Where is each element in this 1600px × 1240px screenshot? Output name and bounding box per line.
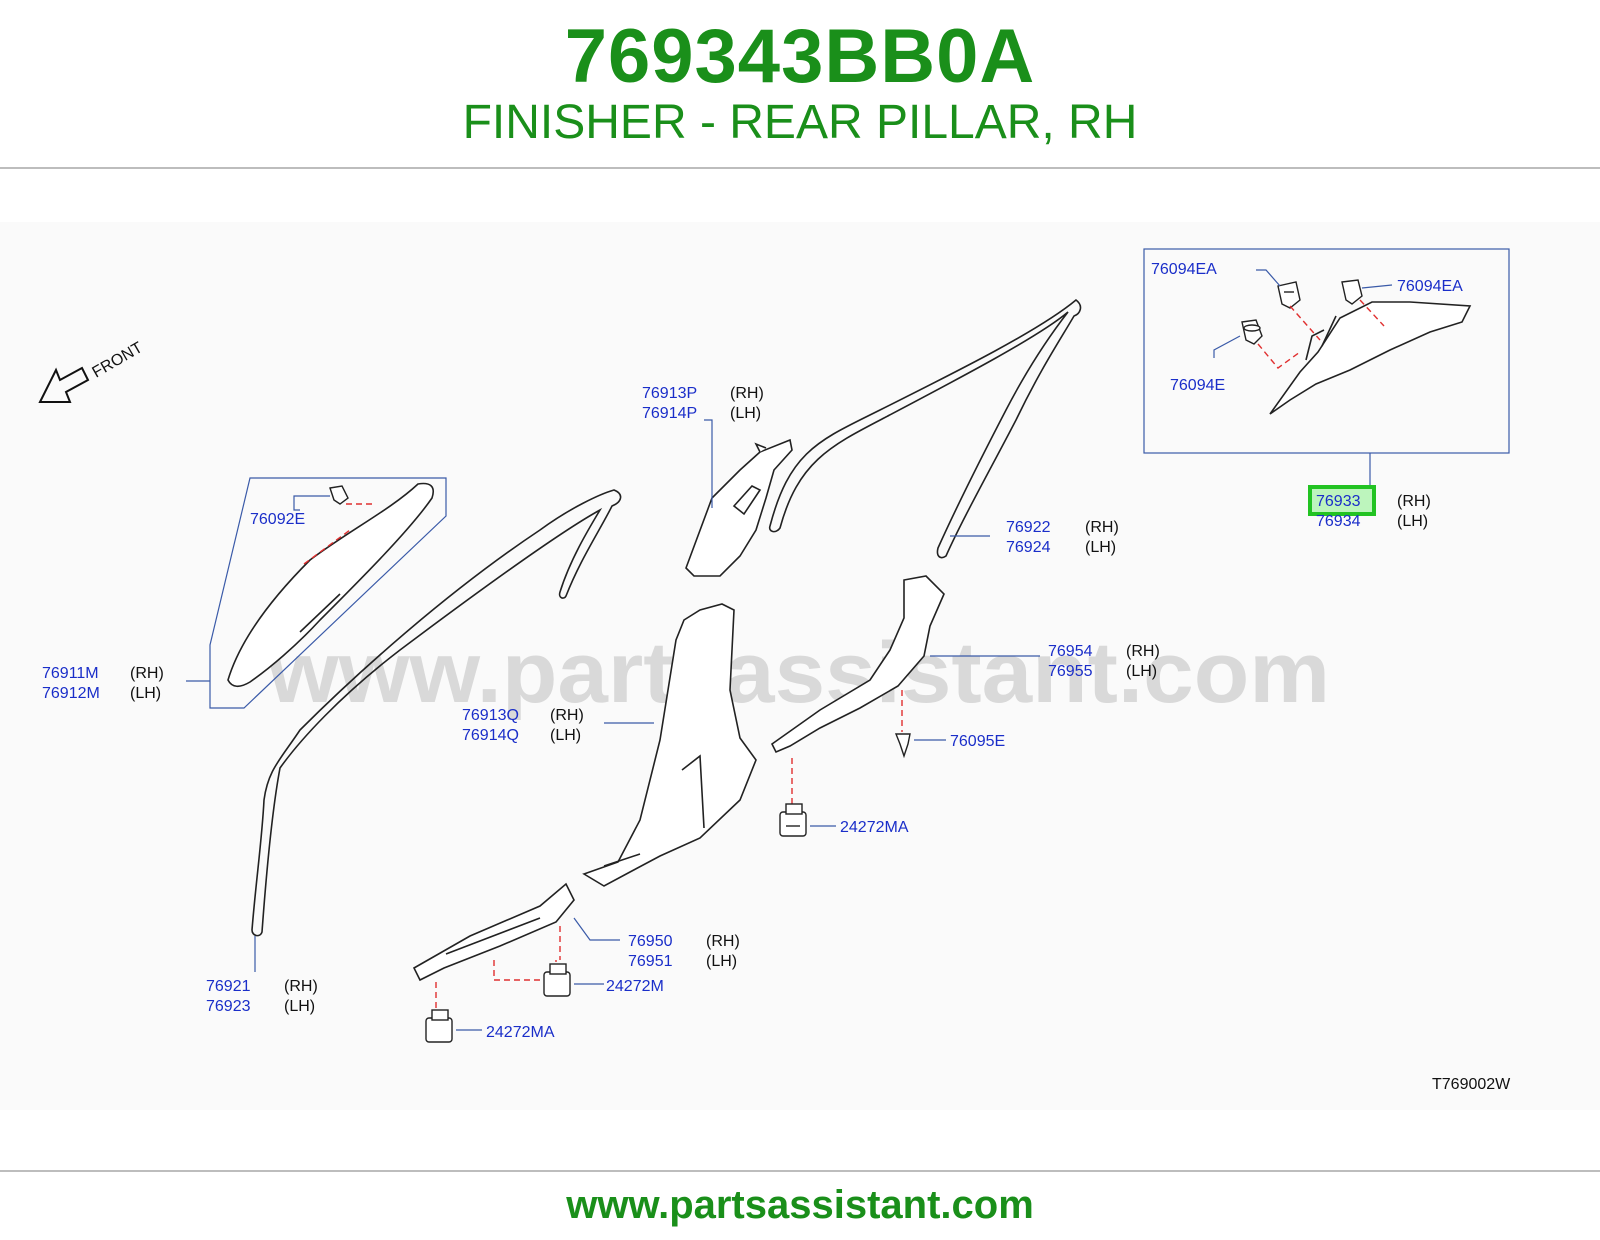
side-76914Q: (LH) — [550, 727, 581, 744]
label-24272MA-upper[interactable]: 24272MA — [840, 819, 909, 836]
label-76951[interactable]: 76951 — [628, 953, 673, 970]
footer-url-link[interactable]: www.partsassistant.com — [566, 1183, 1034, 1227]
rear-pillar-finisher-drawing — [1269, 301, 1472, 415]
side-76923: (LH) — [284, 998, 315, 1015]
front-arrow-icon — [38, 366, 90, 403]
side-76912M: (LH) — [130, 685, 161, 702]
label-76913P[interactable]: 76913P — [642, 385, 697, 402]
label-76094EA-right[interactable]: 76094EA — [1397, 278, 1463, 295]
part-number-title: 769343BB0A — [564, 14, 1036, 99]
inset-dashed-guides — [1257, 299, 1385, 369]
label-76955[interactable]: 76955 — [1048, 663, 1093, 680]
side-76933: (RH) — [1397, 493, 1431, 510]
leader-76092E — [293, 495, 330, 511]
label-76914P[interactable]: 76914P — [642, 405, 697, 422]
weatherstrip-76921-drawing — [251, 489, 622, 937]
clip-24272M-icon — [543, 963, 571, 997]
label-76092E[interactable]: 76092E — [250, 511, 305, 528]
front-pillar-dashed-guides — [303, 503, 374, 565]
clip-76094EA-left-icon — [1277, 281, 1301, 309]
label-76924[interactable]: 76924 — [1006, 539, 1051, 556]
label-76095E[interactable]: 76095E — [950, 733, 1005, 750]
clip-76092E-icon — [329, 485, 349, 505]
clip-24272MA-lower-icon — [425, 1009, 453, 1043]
label-24272M[interactable]: 24272M — [606, 978, 664, 995]
inset-leaders — [1213, 269, 1393, 358]
upper-pillar-76913P-drawing — [685, 438, 793, 577]
label-76923[interactable]: 76923 — [206, 998, 251, 1015]
side-76955: (LH) — [1126, 663, 1157, 680]
weatherstrip-76922-drawing — [768, 298, 1082, 559]
clip-76095E-icon — [894, 733, 911, 759]
side-76924: (LH) — [1085, 539, 1116, 556]
front-kicking-plate-76950-drawing — [412, 882, 575, 982]
label-76094EA-left[interactable]: 76094EA — [1151, 261, 1217, 278]
center-pillar-76913Q-drawing — [582, 603, 757, 887]
clip-76094E-icon — [1241, 319, 1263, 345]
label-76934[interactable]: 76934 — [1316, 513, 1361, 530]
clip-24272MA-upper-icon — [779, 803, 807, 837]
side-76934: (LH) — [1397, 513, 1428, 530]
header: 769343BB0A FINISHER - REAR PILLAR, RH — [0, 0, 1600, 168]
highlight-76933 — [1308, 485, 1376, 516]
label-76921[interactable]: 76921 — [206, 978, 251, 995]
label-76950[interactable]: 76950 — [628, 933, 673, 950]
clip-76094EA-right-icon — [1341, 279, 1363, 305]
diagram-code: T769002W — [1432, 1076, 1511, 1093]
side-76922: (RH) — [1085, 519, 1119, 536]
footer-divider — [0, 1170, 1600, 1172]
label-76954[interactable]: 76954 — [1048, 643, 1093, 660]
leader-76913P — [704, 419, 713, 508]
side-76954: (RH) — [1126, 643, 1160, 660]
side-76914P: (LH) — [730, 405, 761, 422]
rear-kicking-plate-76954-drawing — [770, 575, 945, 754]
label-76911M[interactable]: 76911M — [42, 665, 99, 682]
watermark-text: www.partsassistant.com — [267, 625, 1330, 721]
label-76094E[interactable]: 76094E — [1170, 377, 1225, 394]
side-76913P: (RH) — [730, 385, 764, 402]
side-76921: (RH) — [284, 978, 318, 995]
kicking-plate-dashed-guides — [791, 690, 903, 804]
side-76951: (LH) — [706, 953, 737, 970]
label-76933[interactable]: 76933 — [1316, 493, 1361, 510]
header-divider — [0, 167, 1600, 169]
label-24272MA-lower[interactable]: 24272MA — [486, 1024, 555, 1041]
front-pillar-inset-box — [209, 477, 447, 709]
part-description: FINISHER - REAR PILLAR, RH — [462, 96, 1138, 149]
label-76913Q[interactable]: 76913Q — [462, 707, 519, 724]
label-76912M[interactable]: 76912M — [42, 685, 100, 702]
side-76950: (RH) — [706, 933, 740, 950]
side-76911M: (RH) — [130, 665, 164, 682]
side-76913Q: (RH) — [550, 707, 584, 724]
detail-inset-box — [1143, 248, 1510, 454]
label-76922[interactable]: 76922 — [1006, 519, 1051, 536]
label-76914Q[interactable]: 76914Q — [462, 727, 519, 744]
front-label: FRONT — [90, 339, 146, 381]
leader-76950 — [573, 917, 620, 941]
front-pillar-76911M-drawing — [227, 482, 434, 688]
